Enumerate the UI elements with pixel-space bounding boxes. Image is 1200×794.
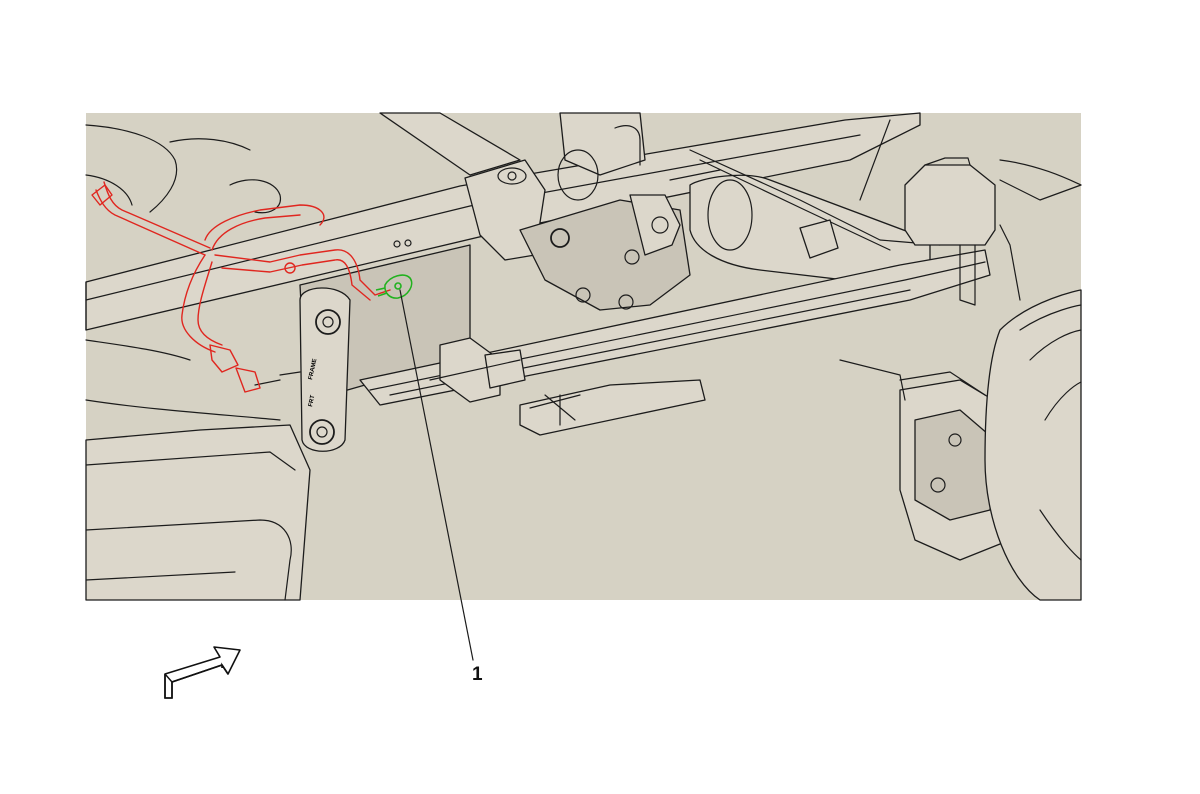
callout-number: 1 xyxy=(472,664,483,685)
shackle-frame-stamp: FRAME xyxy=(308,358,318,380)
wiring-harness-highlight xyxy=(91,181,391,393)
front-direction-arrow-icon xyxy=(164,646,241,699)
highlighted-component xyxy=(375,274,413,299)
shackle-frt-stamp: FRT xyxy=(308,394,316,407)
line-art: FRAME FRT xyxy=(85,112,1082,601)
callout-leader-line xyxy=(399,289,474,661)
